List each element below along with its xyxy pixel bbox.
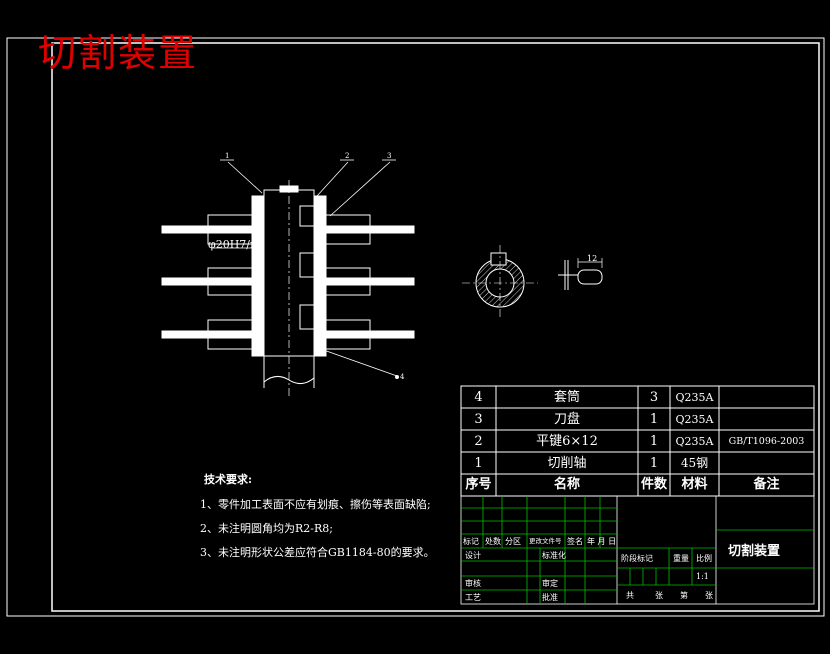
keyway-dimension-label: 12 xyxy=(587,254,598,263)
inner-border xyxy=(51,42,820,612)
drawing-title: 切割装置 xyxy=(38,31,199,75)
title-block-name: 切割装置 xyxy=(728,544,781,559)
outer-border xyxy=(6,37,825,617)
rev-mark: 标记 xyxy=(463,537,479,546)
fit-dimension-label: φ20H7/n6 xyxy=(208,238,265,251)
key-1 xyxy=(299,205,315,227)
bom-row-1-qty: 3 xyxy=(649,390,659,405)
bom-row-2-material: Q235A xyxy=(675,413,714,426)
leader-label-3: 3 xyxy=(387,152,392,160)
bom-row-2-no: 3 xyxy=(474,412,483,427)
role-design: 设计 xyxy=(465,551,481,560)
title-block-grid xyxy=(460,495,815,605)
role-ratify: 批准 xyxy=(542,593,558,602)
note-item-3: 3、未注明形状公差应符合GB1184-80的要求。 xyxy=(200,546,435,559)
bom-row-1-no: 4 xyxy=(474,390,483,405)
bom-row-4-name: 切削轴 xyxy=(547,456,587,471)
notes-heading: 技术要求: xyxy=(204,473,253,486)
rev-date: 年 月 日 xyxy=(587,537,617,546)
bom-header-name: 名称 xyxy=(553,477,580,492)
bom-row-3-name: 平键6×12 xyxy=(536,434,598,449)
bom-row-2-name: 刀盘 xyxy=(553,412,580,427)
key-detail-view xyxy=(558,258,603,290)
sleeve-wall-left xyxy=(251,195,265,357)
bom-row-3-material: Q235A xyxy=(675,435,714,448)
role-process: 工艺 xyxy=(465,593,481,602)
bom-row-1-material: Q235A xyxy=(675,391,714,404)
bom-header-no: 序号 xyxy=(465,477,492,492)
bom-row-3-qty: 1 xyxy=(649,434,659,449)
technical-notes: 技术要求: 1、零件加工表面不应有划痕、擦伤等表面缺陷; 2、未注明圆角均为R2… xyxy=(200,474,435,571)
sheet-total-unit: 张 xyxy=(655,591,663,600)
bom-header-qty: 件数 xyxy=(640,477,667,492)
note-item-1: 1、零件加工表面不应有划痕、擦伤等表面缺陷; xyxy=(200,498,431,511)
bom-row-1-name: 套筒 xyxy=(553,390,580,405)
key-3 xyxy=(299,304,315,330)
bom-row-4-qty: 1 xyxy=(649,456,659,471)
sleeve-wall-right xyxy=(313,195,327,357)
bom-row-4-material: 45钢 xyxy=(680,456,709,470)
bom-row-3-remark: GB/T1096-2003 xyxy=(728,436,805,447)
sheet-no-unit: 张 xyxy=(705,591,713,600)
bom-header-remark: 备注 xyxy=(753,477,780,492)
stage-scale: 比例 xyxy=(696,554,712,563)
stage-weight: 重量 xyxy=(673,554,689,563)
role-approve: 审定 xyxy=(542,579,558,588)
sheet-no: 第 xyxy=(680,591,688,600)
bom-row-4-no: 1 xyxy=(474,456,483,471)
leader-label-4: 4 xyxy=(400,373,405,381)
rev-zone: 分区 xyxy=(505,537,521,546)
leader-label-1: 1 xyxy=(225,152,230,160)
bom-row-3-no: 2 xyxy=(474,434,483,449)
key-2 xyxy=(299,252,315,278)
rev-sign: 签名 xyxy=(567,537,583,546)
role-standard: 标准化 xyxy=(542,551,566,560)
role-review: 审核 xyxy=(465,579,481,588)
leader-label-2: 2 xyxy=(345,152,350,160)
rev-count: 处数 xyxy=(485,537,501,546)
title-block-scale: 1:1 xyxy=(696,572,709,581)
bom-row-2-qty: 1 xyxy=(649,412,659,427)
bom-header-material: 材料 xyxy=(681,477,708,492)
sheet-total: 共 xyxy=(626,591,634,600)
assembly-section-view xyxy=(161,159,415,398)
stage-mark: 阶段标记 xyxy=(621,554,653,563)
note-item-2: 2、未注明圆角均为R2-R8; xyxy=(200,522,333,535)
shaft-cross-section xyxy=(462,245,538,320)
rev-docno: 更改文件号 xyxy=(529,537,562,545)
